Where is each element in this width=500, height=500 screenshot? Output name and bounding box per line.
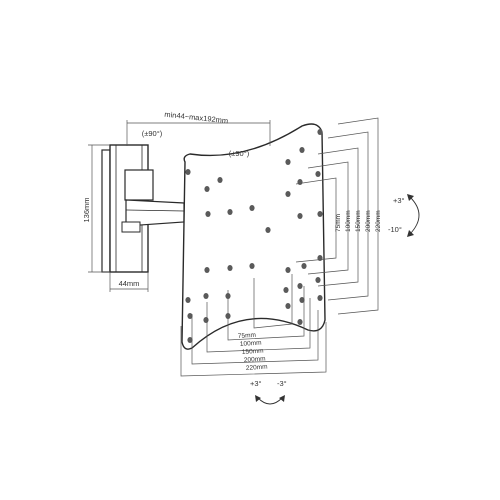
mounting-hole — [297, 283, 303, 289]
vesa-v-bracket — [317, 147, 359, 287]
vesa-v-bracket — [307, 161, 349, 275]
swivel-arm-label: (±90°) — [142, 129, 163, 138]
mounting-hole — [315, 277, 321, 283]
mounting-hole — [283, 287, 289, 293]
mounting-hole — [315, 171, 321, 177]
mounting-hole — [285, 191, 291, 197]
mounting-hole — [299, 147, 305, 153]
mounting-hole — [204, 186, 210, 192]
vesa-h-label: 220mm — [246, 363, 268, 371]
vesa-v-bracket — [295, 177, 337, 263]
mounting-hole — [227, 265, 233, 271]
mounting-hole — [204, 267, 210, 273]
mounting-hole — [187, 313, 193, 319]
vesa-h-bracket — [206, 298, 311, 353]
mounting-hole — [285, 267, 291, 273]
level-left-label: +3° — [250, 379, 262, 388]
vesa-v-label: 150mm — [355, 210, 362, 232]
mounting-hole — [297, 179, 303, 185]
wall-width-dimension — [109, 272, 149, 292]
wall-height-label: 136mm — [82, 197, 91, 222]
tilt-up-label: +3° — [393, 196, 405, 205]
vesa-v-label: 100mm — [345, 210, 352, 232]
vesa-h-label: 75mm — [238, 332, 257, 340]
tilt-arrow-icon — [407, 194, 420, 237]
mounting-hole — [285, 303, 291, 309]
vesa-h-bracket — [191, 310, 319, 365]
level-arrow-icon — [255, 395, 285, 405]
mounting-hole — [185, 169, 191, 175]
vesa-plate — [181, 123, 326, 350]
mounting-hole — [185, 297, 191, 303]
rotate-plate-label: (±90°) — [229, 149, 250, 158]
vesa-v-label: 200mm — [365, 210, 372, 232]
vesa-v-label: 220mm — [375, 210, 382, 232]
mounting-hole — [205, 211, 211, 217]
vesa-h-label: 100mm — [240, 339, 262, 347]
level-right-label: -3° — [277, 379, 287, 388]
mounting-hole — [203, 317, 209, 323]
mounting-hole — [301, 263, 307, 269]
mounting-hole — [187, 337, 193, 343]
wall-height-dimension — [88, 144, 110, 273]
tilt-down-label: -10° — [388, 225, 402, 234]
vesa-h-bracket — [227, 286, 305, 341]
mounting-hole — [299, 297, 305, 303]
vesa-h-bracket — [253, 274, 293, 329]
vesa-v-label: 75mm — [335, 214, 342, 232]
mounting-hole — [317, 211, 323, 217]
arm-extension-dimension — [126, 120, 271, 146]
vesa-h-bracket — [180, 322, 327, 377]
mounting-hole — [227, 209, 233, 215]
mounting-hole — [265, 227, 271, 233]
swing-arm — [121, 199, 185, 233]
vesa-v-bracket — [327, 131, 369, 301]
mounting-hole — [203, 293, 209, 299]
mounting-hole — [297, 213, 303, 219]
mounting-hole — [249, 205, 255, 211]
mounting-hole — [317, 295, 323, 301]
wall-width-label: 44mm — [119, 279, 140, 288]
mounting-hole — [285, 159, 291, 165]
vesa-v-bracket — [337, 117, 379, 315]
mounting-hole — [317, 129, 323, 135]
mounting-hole — [297, 319, 303, 325]
vesa-h-label: 150mm — [242, 347, 264, 355]
mounting-hole — [249, 263, 255, 269]
mounting-hole — [217, 177, 223, 183]
vesa-h-label: 200mm — [244, 355, 266, 363]
